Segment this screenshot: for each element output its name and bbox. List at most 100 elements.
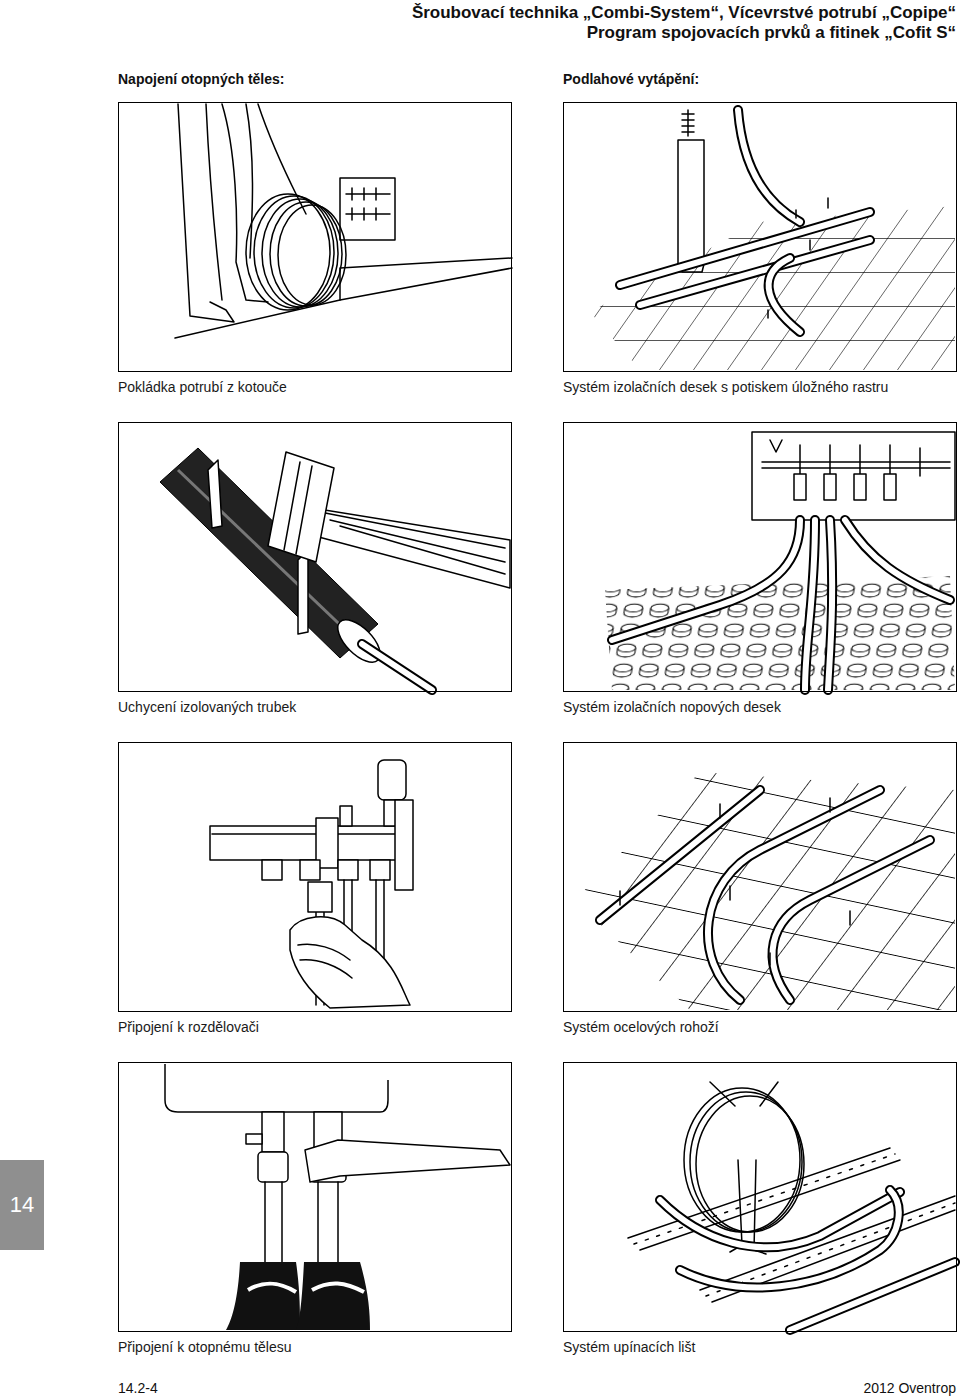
steel-mesh-sketch-stroke	[773, 840, 930, 1000]
clamping-rail-sketch-stroke	[680, 1190, 899, 1287]
coil-laying-sketch-stroke	[258, 104, 306, 214]
radiator-connection-sketch-stroke	[226, 1262, 300, 1330]
illustration-panel: Systém ocelových rohoží	[563, 742, 957, 1038]
illustration-panel: Systém izolačních nopových desek	[563, 422, 957, 718]
stud-board-sketch-stroke	[845, 520, 950, 600]
section-heading: Napojení otopných těles:	[118, 71, 284, 87]
manifold-connection-sketch-stroke	[340, 806, 352, 826]
pipe-fixing-sketch-stroke	[320, 512, 505, 574]
stud-board-sketch-stroke	[770, 440, 920, 476]
stud-board-sketch-stroke	[824, 474, 836, 500]
manifold-connection-sketch-stroke	[290, 917, 410, 1008]
clamping-rail-sketch	[628, 1082, 955, 1330]
stud-board-sketch-stroke	[805, 520, 815, 690]
panel-caption: Systém upínacích lišt	[563, 1339, 957, 1356]
panel-frame	[563, 422, 957, 692]
caption-area: Systém upínacích lišt	[563, 1339, 957, 1356]
steel-mesh-sketch-stroke	[575, 772, 955, 1010]
clamping-rail-sketch-stroke	[660, 1192, 900, 1247]
coil-laying-sketch-stroke	[222, 104, 268, 302]
pipe-fixing-sketch-stroke	[284, 462, 312, 554]
steel-mesh-sketch-stroke	[773, 840, 930, 1000]
coil-laying-sketch-stroke	[278, 205, 346, 305]
coil-laying-sketch-stroke	[346, 188, 390, 220]
caption-area: Systém izolačních nopových desek	[563, 699, 957, 716]
clamping-rail-sketch-stroke	[628, 1148, 900, 1250]
panel-frame	[563, 742, 957, 1012]
coil-laying-sketch-stroke	[246, 194, 330, 310]
coil-laying-sketch-stroke	[178, 104, 234, 322]
radiator-connection-sketch-stroke	[262, 1112, 284, 1152]
clamping-rail-sketch-stroke	[790, 1262, 955, 1330]
coil-laying-sketch-stroke	[175, 268, 512, 338]
panel-frame	[563, 102, 957, 372]
panel-frame	[118, 742, 512, 1012]
caption-area: Uchycení izolovaných trubek	[118, 699, 512, 716]
radiator-connection-sketch-stroke	[296, 1262, 370, 1330]
page-number: 14.2-4	[118, 1380, 158, 1396]
caption-area: Připojení k rozdělovači	[118, 1019, 512, 1036]
grid-board-sketch-stroke	[768, 198, 828, 318]
stud-board-sketch-stroke	[884, 474, 896, 500]
manifold-connection-sketch-stroke	[210, 826, 410, 860]
radiator-connection-sketch	[165, 1064, 510, 1330]
steel-mesh-sketch-stroke	[708, 790, 880, 1000]
grid-board-sketch-stroke	[640, 240, 870, 305]
illustration-panel: Pokládka potrubí z kotouče	[118, 102, 512, 398]
steel-mesh-sketch-stroke	[600, 790, 760, 920]
radiator-connection-sketch-stroke	[305, 1140, 510, 1182]
grid-board-sketch-stroke	[738, 110, 800, 222]
illustration-panel: Uchycení izolovaných trubek	[118, 422, 512, 718]
pipe-fixing-sketch-stroke	[300, 506, 510, 588]
illustration-panel: Systém upínacích lišt	[563, 1062, 957, 1358]
steel-mesh-sketch-stroke	[708, 790, 880, 1000]
radiator-connection-sketch-stroke	[248, 1283, 364, 1292]
clamping-rail-sketch-stroke	[634, 1154, 895, 1244]
pipe-fixing-sketch-stroke	[208, 460, 222, 528]
panel-caption: Připojení k rozdělovači	[118, 1019, 512, 1036]
manifold-connection-sketch-stroke	[298, 944, 352, 978]
illustration-panel: Připojení k rozdělovači	[118, 742, 512, 1038]
stud-board-sketch-stroke	[605, 576, 955, 690]
stud-board-sketch-stroke	[845, 520, 950, 600]
grid-board-sketch-stroke	[590, 206, 955, 370]
panel-caption: Pokládka potrubí z kotouče	[118, 379, 512, 396]
section-heading: Podlahové vytápění:	[563, 71, 699, 87]
coil-laying-sketch-stroke	[340, 258, 512, 300]
radiator-connection-sketch-stroke	[258, 1152, 288, 1182]
grid-board-sketch	[590, 110, 955, 370]
panel-caption: Systém izolačních nopových desek	[563, 699, 957, 716]
steel-mesh-sketch-stroke	[620, 798, 850, 965]
manifold-connection-sketch	[210, 760, 413, 1008]
steel-mesh-sketch-stroke	[600, 790, 760, 920]
grid-board-sketch-stroke	[738, 110, 800, 222]
stud-board-sketch-stroke	[612, 520, 800, 640]
coil-laying-sketch-stroke	[262, 199, 338, 307]
manifold-connection-sketch-stroke	[395, 800, 413, 890]
clamping-rail-sketch-stroke	[710, 1082, 778, 1106]
stud-board-sketch	[605, 432, 955, 690]
grid-board-sketch-stroke	[769, 258, 800, 332]
grid-board-sketch-stroke	[640, 240, 870, 305]
panel-frame	[118, 422, 512, 692]
radiator-connection-sketch-stroke	[165, 1064, 388, 1112]
stud-board-sketch-stroke	[752, 432, 955, 520]
grid-board-sketch-stroke	[769, 258, 800, 332]
manifold-connection-sketch-stroke	[338, 860, 358, 880]
grid-board-sketch-stroke	[682, 110, 694, 136]
pipe-fixing-sketch	[160, 448, 510, 690]
manifold-connection-sketch-stroke	[370, 860, 390, 880]
grid-board-sketch-stroke	[678, 140, 704, 264]
clamping-rail-sketch-stroke	[660, 1192, 900, 1247]
clamping-rail-sketch-stroke	[790, 1262, 955, 1330]
panel-caption: Systém ocelových rohoží	[563, 1019, 957, 1036]
coil-laying-sketch	[175, 104, 512, 338]
stud-board-sketch-stroke	[828, 520, 832, 690]
page-header: Program spojovacích prvků a fitinek „Cof…	[587, 23, 956, 43]
manifold-connection-sketch-stroke	[308, 882, 332, 912]
pipe-fixing-sketch-stroke	[298, 550, 308, 634]
stud-board-sketch-stroke	[854, 474, 866, 500]
panel-caption: Uchycení izolovaných trubek	[118, 699, 512, 716]
page-header: Šroubovací technika „Combi-System“, Více…	[412, 3, 956, 23]
